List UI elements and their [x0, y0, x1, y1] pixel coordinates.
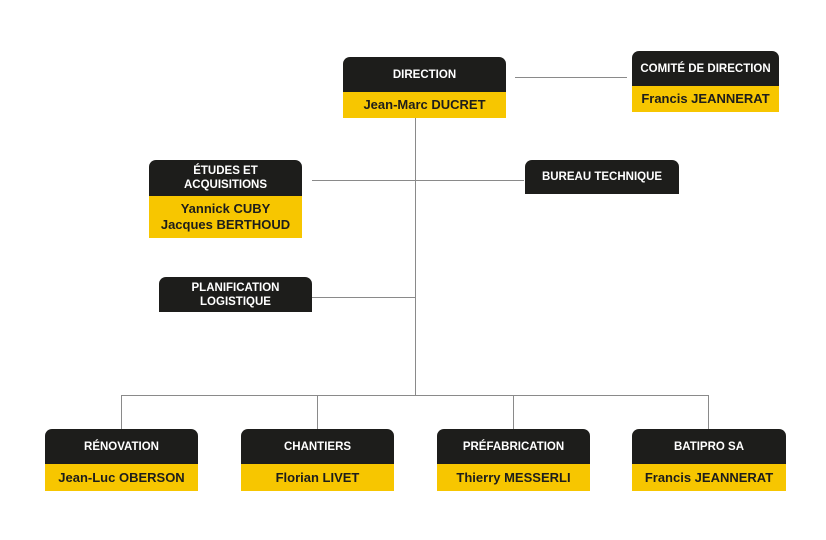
connector-batipro: [708, 395, 709, 429]
node-bureau: BUREAU TECHNIQUE: [525, 160, 679, 194]
connector-bottom-horizontal: [121, 395, 709, 396]
node-renovation-title: RÉNOVATION: [45, 429, 198, 464]
node-prefabrication-person: Thierry MESSERLI: [456, 469, 571, 485]
node-etudes-title: ÉTUDES ET ACQUISITIONS: [149, 160, 302, 196]
node-chantiers-people: Florian LIVET: [241, 464, 394, 491]
node-batipro-title: BATIPRO SA: [632, 429, 786, 464]
connector-renovation: [121, 395, 122, 429]
node-renovation: RÉNOVATION Jean-Luc OBERSON: [45, 429, 198, 491]
node-etudes: ÉTUDES ET ACQUISITIONS Yannick CUBY Jacq…: [149, 160, 302, 238]
node-chantiers-person: Florian LIVET: [275, 469, 360, 485]
connector-prefabrication: [513, 395, 514, 429]
node-etudes-person-1: Yannick CUBY: [180, 201, 271, 216]
node-prefabrication-title: PRÉFABRICATION: [437, 429, 590, 464]
node-comite: COMITÉ DE DIRECTION Francis JEANNERAT: [632, 51, 779, 112]
connector-planification: [312, 297, 415, 298]
node-comite-title: COMITÉ DE DIRECTION: [632, 51, 779, 86]
node-prefabrication: PRÉFABRICATION Thierry MESSERLI: [437, 429, 590, 491]
connector-direction-comite: [515, 77, 627, 78]
node-direction-person: Jean-Marc DUCRET: [363, 97, 486, 112]
node-planification-title: PLANIFICATION LOGISTIQUE: [159, 277, 312, 312]
node-planification: PLANIFICATION LOGISTIQUE: [159, 277, 312, 312]
node-bureau-title: BUREAU TECHNIQUE: [525, 160, 679, 194]
node-batipro-person: Francis JEANNERAT: [644, 469, 774, 485]
connector-etudes-bureau: [312, 180, 524, 181]
node-chantiers-title: CHANTIERS: [241, 429, 394, 464]
node-etudes-person-2: Jacques BERTHOUD: [160, 217, 291, 232]
node-batipro-people: Francis JEANNERAT: [632, 464, 786, 491]
node-direction-people: Jean-Marc DUCRET: [343, 92, 506, 118]
node-etudes-people: Yannick CUBY Jacques BERTHOUD: [149, 196, 302, 238]
node-comite-people: Francis JEANNERAT: [632, 86, 779, 112]
node-renovation-person: Jean-Luc OBERSON: [58, 469, 185, 485]
node-direction: DIRECTION Jean-Marc DUCRET: [343, 57, 506, 118]
node-direction-title: DIRECTION: [343, 57, 506, 92]
node-comite-person: Francis JEANNERAT: [641, 91, 770, 106]
node-batipro: BATIPRO SA Francis JEANNERAT: [632, 429, 786, 491]
node-chantiers: CHANTIERS Florian LIVET: [241, 429, 394, 491]
node-renovation-people: Jean-Luc OBERSON: [45, 464, 198, 491]
node-prefabrication-people: Thierry MESSERLI: [437, 464, 590, 491]
connector-chantiers: [317, 395, 318, 429]
connector-main-vertical: [415, 118, 416, 396]
